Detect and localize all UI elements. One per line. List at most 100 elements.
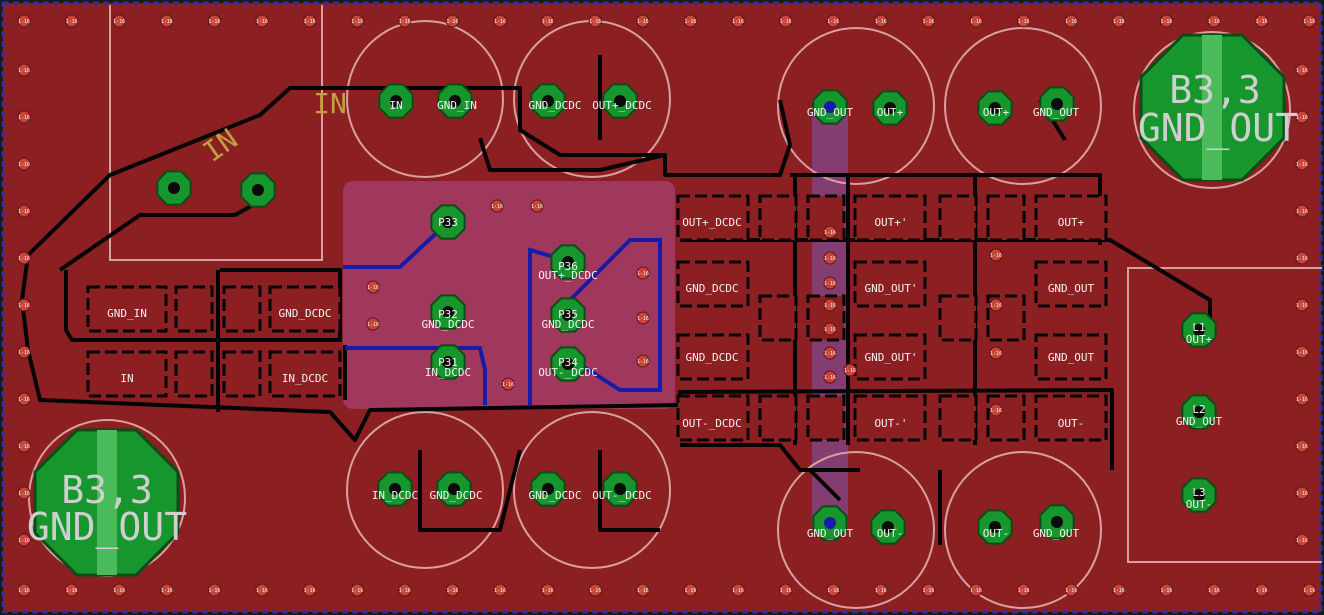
svg-text:1-16: 1-16 xyxy=(1303,19,1315,25)
through-hole-pad[interactable] xyxy=(1039,86,1075,122)
svg-text:1-16: 1-16 xyxy=(589,588,601,594)
pad-label-gnd-out-tick-2: GND_OUT' xyxy=(865,351,918,364)
via: 1-16 xyxy=(779,583,793,597)
svg-text:1-16: 1-16 xyxy=(824,303,836,309)
through-hole-pad[interactable] xyxy=(977,90,1013,126)
pad-label-p34-net: OUT-_DCDC xyxy=(538,366,598,379)
via: 1-16 xyxy=(541,583,555,597)
pad-label-out-plus-dcdc-1: OUT+_DCDC xyxy=(592,99,652,112)
via: 1-16 xyxy=(989,346,1003,360)
pad-label-l2-net: GND_OUT xyxy=(1176,415,1223,428)
through-hole-pad[interactable] xyxy=(812,89,848,125)
through-hole-pad[interactable] xyxy=(550,297,586,333)
through-hole-pad[interactable] xyxy=(240,172,276,208)
svg-text:1-16: 1-16 xyxy=(18,491,30,497)
through-hole-pad[interactable] xyxy=(430,294,466,330)
smd-pads xyxy=(86,194,1108,442)
svg-text:1-16: 1-16 xyxy=(18,19,30,25)
through-hole-pad[interactable] xyxy=(550,244,586,280)
via: 1-16 xyxy=(731,583,745,597)
via: 1-16 xyxy=(17,439,31,453)
through-hole-pad[interactable] xyxy=(812,505,848,541)
svg-text:1-16: 1-16 xyxy=(18,444,30,450)
via: 1-16 xyxy=(989,403,1003,417)
through-hole-pad[interactable] xyxy=(1039,504,1075,540)
via: 1-16 xyxy=(501,377,515,391)
pad-label-gnd-out-smd2: GND_OUT xyxy=(1048,351,1095,364)
pad-label-p31: P31 xyxy=(438,356,458,369)
via: 1-16 xyxy=(490,199,504,213)
svg-text:1-16: 1-16 xyxy=(990,303,1002,309)
pad-label-gnd-dcdc-smd2: GND_DCDC xyxy=(686,282,739,295)
pad-label-out-minus-dcdc-1: OUT-_DCDC xyxy=(592,489,652,502)
via: 1-16 xyxy=(350,14,364,28)
pad-label-out-plus-dcdc-smd: OUT+_DCDC xyxy=(682,216,742,229)
svg-text:1-16: 1-16 xyxy=(1296,256,1308,262)
svg-text:1-16: 1-16 xyxy=(256,588,268,594)
pad-label-gnd-dcdc-2: GND_DCDC xyxy=(430,489,483,502)
through-hole-pad[interactable] xyxy=(156,170,192,206)
pad-label-p36: P36 xyxy=(558,260,578,273)
pad-label-gnd-out-4: GND_OUT xyxy=(1033,527,1080,540)
svg-text:1-16: 1-16 xyxy=(824,256,836,262)
via: 1-16 xyxy=(1295,439,1309,453)
svg-text:1-16: 1-16 xyxy=(827,588,839,594)
through-hole-pad[interactable] xyxy=(1181,394,1217,430)
through-hole-pad[interactable] xyxy=(530,83,566,119)
svg-text:1-16: 1-16 xyxy=(113,588,125,594)
through-hole-pad[interactable] xyxy=(1181,312,1217,348)
via: 1-16 xyxy=(160,583,174,597)
svg-text:1-16: 1-16 xyxy=(113,19,125,25)
mounting-hole-top-right[interactable] xyxy=(1139,33,1286,182)
through-hole-pad[interactable] xyxy=(530,471,566,507)
via: 1-16 xyxy=(65,583,79,597)
via: 1-16 xyxy=(636,583,650,597)
pad-label-out-minus-tick: OUT-' xyxy=(874,417,907,430)
via: 1-16 xyxy=(823,251,837,265)
svg-text:1-16: 1-16 xyxy=(1208,588,1220,594)
svg-text:1-16: 1-16 xyxy=(367,322,379,328)
svg-text:1-16: 1-16 xyxy=(684,19,696,25)
via: 1-16 xyxy=(17,486,31,500)
through-hole-pad[interactable] xyxy=(602,83,638,119)
via: 1-16 xyxy=(445,583,459,597)
through-hole-pad[interactable] xyxy=(872,90,908,126)
via: 1-16 xyxy=(17,110,31,124)
svg-text:1-16: 1-16 xyxy=(824,281,836,287)
through-hole-pad[interactable] xyxy=(977,509,1013,545)
through-hole-pad[interactable] xyxy=(430,204,466,240)
through-hole-pad[interactable] xyxy=(550,346,586,382)
via: 1-16 xyxy=(843,363,857,377)
svg-text:1-16: 1-16 xyxy=(844,368,856,374)
through-hole-pad[interactable] xyxy=(430,344,466,380)
svg-text:1-16: 1-16 xyxy=(1256,588,1268,594)
via: 1-16 xyxy=(921,583,935,597)
through-hole-pad[interactable] xyxy=(377,471,413,507)
pad-label-in-dcdc: IN_DCDC xyxy=(372,489,418,502)
svg-text:1-16: 1-16 xyxy=(18,115,30,121)
via: 1-16 xyxy=(969,583,983,597)
pad-label-gnd-out-smd1: GND_OUT xyxy=(1048,282,1095,295)
through-hole-pad[interactable] xyxy=(378,83,414,119)
svg-text:1-16: 1-16 xyxy=(161,19,173,25)
pad-label-gnd-dcdc-1: GND_DCDC xyxy=(529,99,582,112)
pad-label-gnd-in-smd: GND_IN xyxy=(107,307,147,320)
via: 1-16 xyxy=(65,14,79,28)
through-hole-pad[interactable] xyxy=(870,509,906,545)
svg-text:1-16: 1-16 xyxy=(970,588,982,594)
via: 1-16 xyxy=(398,14,412,28)
svg-text:1-16: 1-16 xyxy=(208,588,220,594)
through-hole-pad[interactable] xyxy=(437,83,473,119)
via: 1-16 xyxy=(731,14,745,28)
pad-label-out-minus-2: OUT- xyxy=(983,527,1010,540)
via: 1-16 xyxy=(874,14,888,28)
through-hole-pad[interactable] xyxy=(1181,477,1217,513)
mounting-hole-bottom-left[interactable] xyxy=(33,428,180,577)
svg-text:1-16: 1-16 xyxy=(491,204,503,210)
via: 1-16 xyxy=(112,583,126,597)
through-hole-pad[interactable] xyxy=(436,471,472,507)
through-hole-pad[interactable] xyxy=(602,471,638,507)
via: 1-16 xyxy=(17,251,31,265)
pad-label-out-plus-tick: OUT+' xyxy=(874,216,907,229)
